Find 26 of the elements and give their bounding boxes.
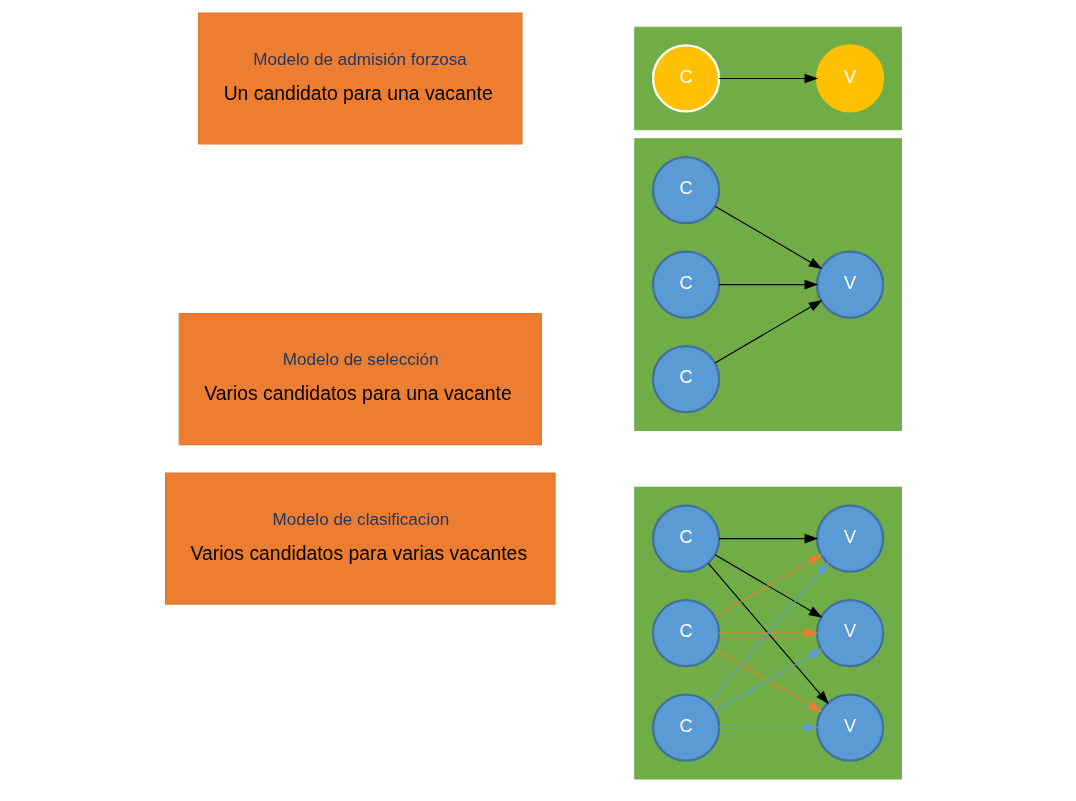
node-circle: C <box>651 250 721 319</box>
node-circle: C <box>651 155 721 225</box>
node-circle: V <box>815 598 885 668</box>
node-circle: C <box>651 693 721 762</box>
cluster <box>634 486 902 780</box>
arrow <box>714 205 823 270</box>
node-circle: C <box>651 344 721 414</box>
node-circle: C <box>651 598 721 668</box>
arrow <box>714 554 823 618</box>
node-box: Modelo de admisión forzosa Un candidato para una vacante <box>198 12 523 145</box>
node-box: Modelo de clasificacion Varios candidatos para varias vacantes <box>165 472 556 605</box>
cluster <box>634 26 902 131</box>
node-box: Modelo de selección Varios candidatos para una vacante <box>178 313 542 446</box>
node-circle: V <box>815 693 885 762</box>
node-circle: C <box>651 504 721 573</box>
node-circle: C <box>651 44 721 113</box>
cluster <box>634 138 902 431</box>
arrow <box>718 628 819 638</box>
arrow <box>718 722 819 733</box>
arrow <box>714 300 823 364</box>
node-circle: V <box>815 250 885 319</box>
node-circle: V <box>815 44 885 113</box>
node-circle: V <box>815 504 885 573</box>
arrow <box>718 73 819 84</box>
arrow <box>718 533 819 544</box>
arrow <box>718 279 819 290</box>
